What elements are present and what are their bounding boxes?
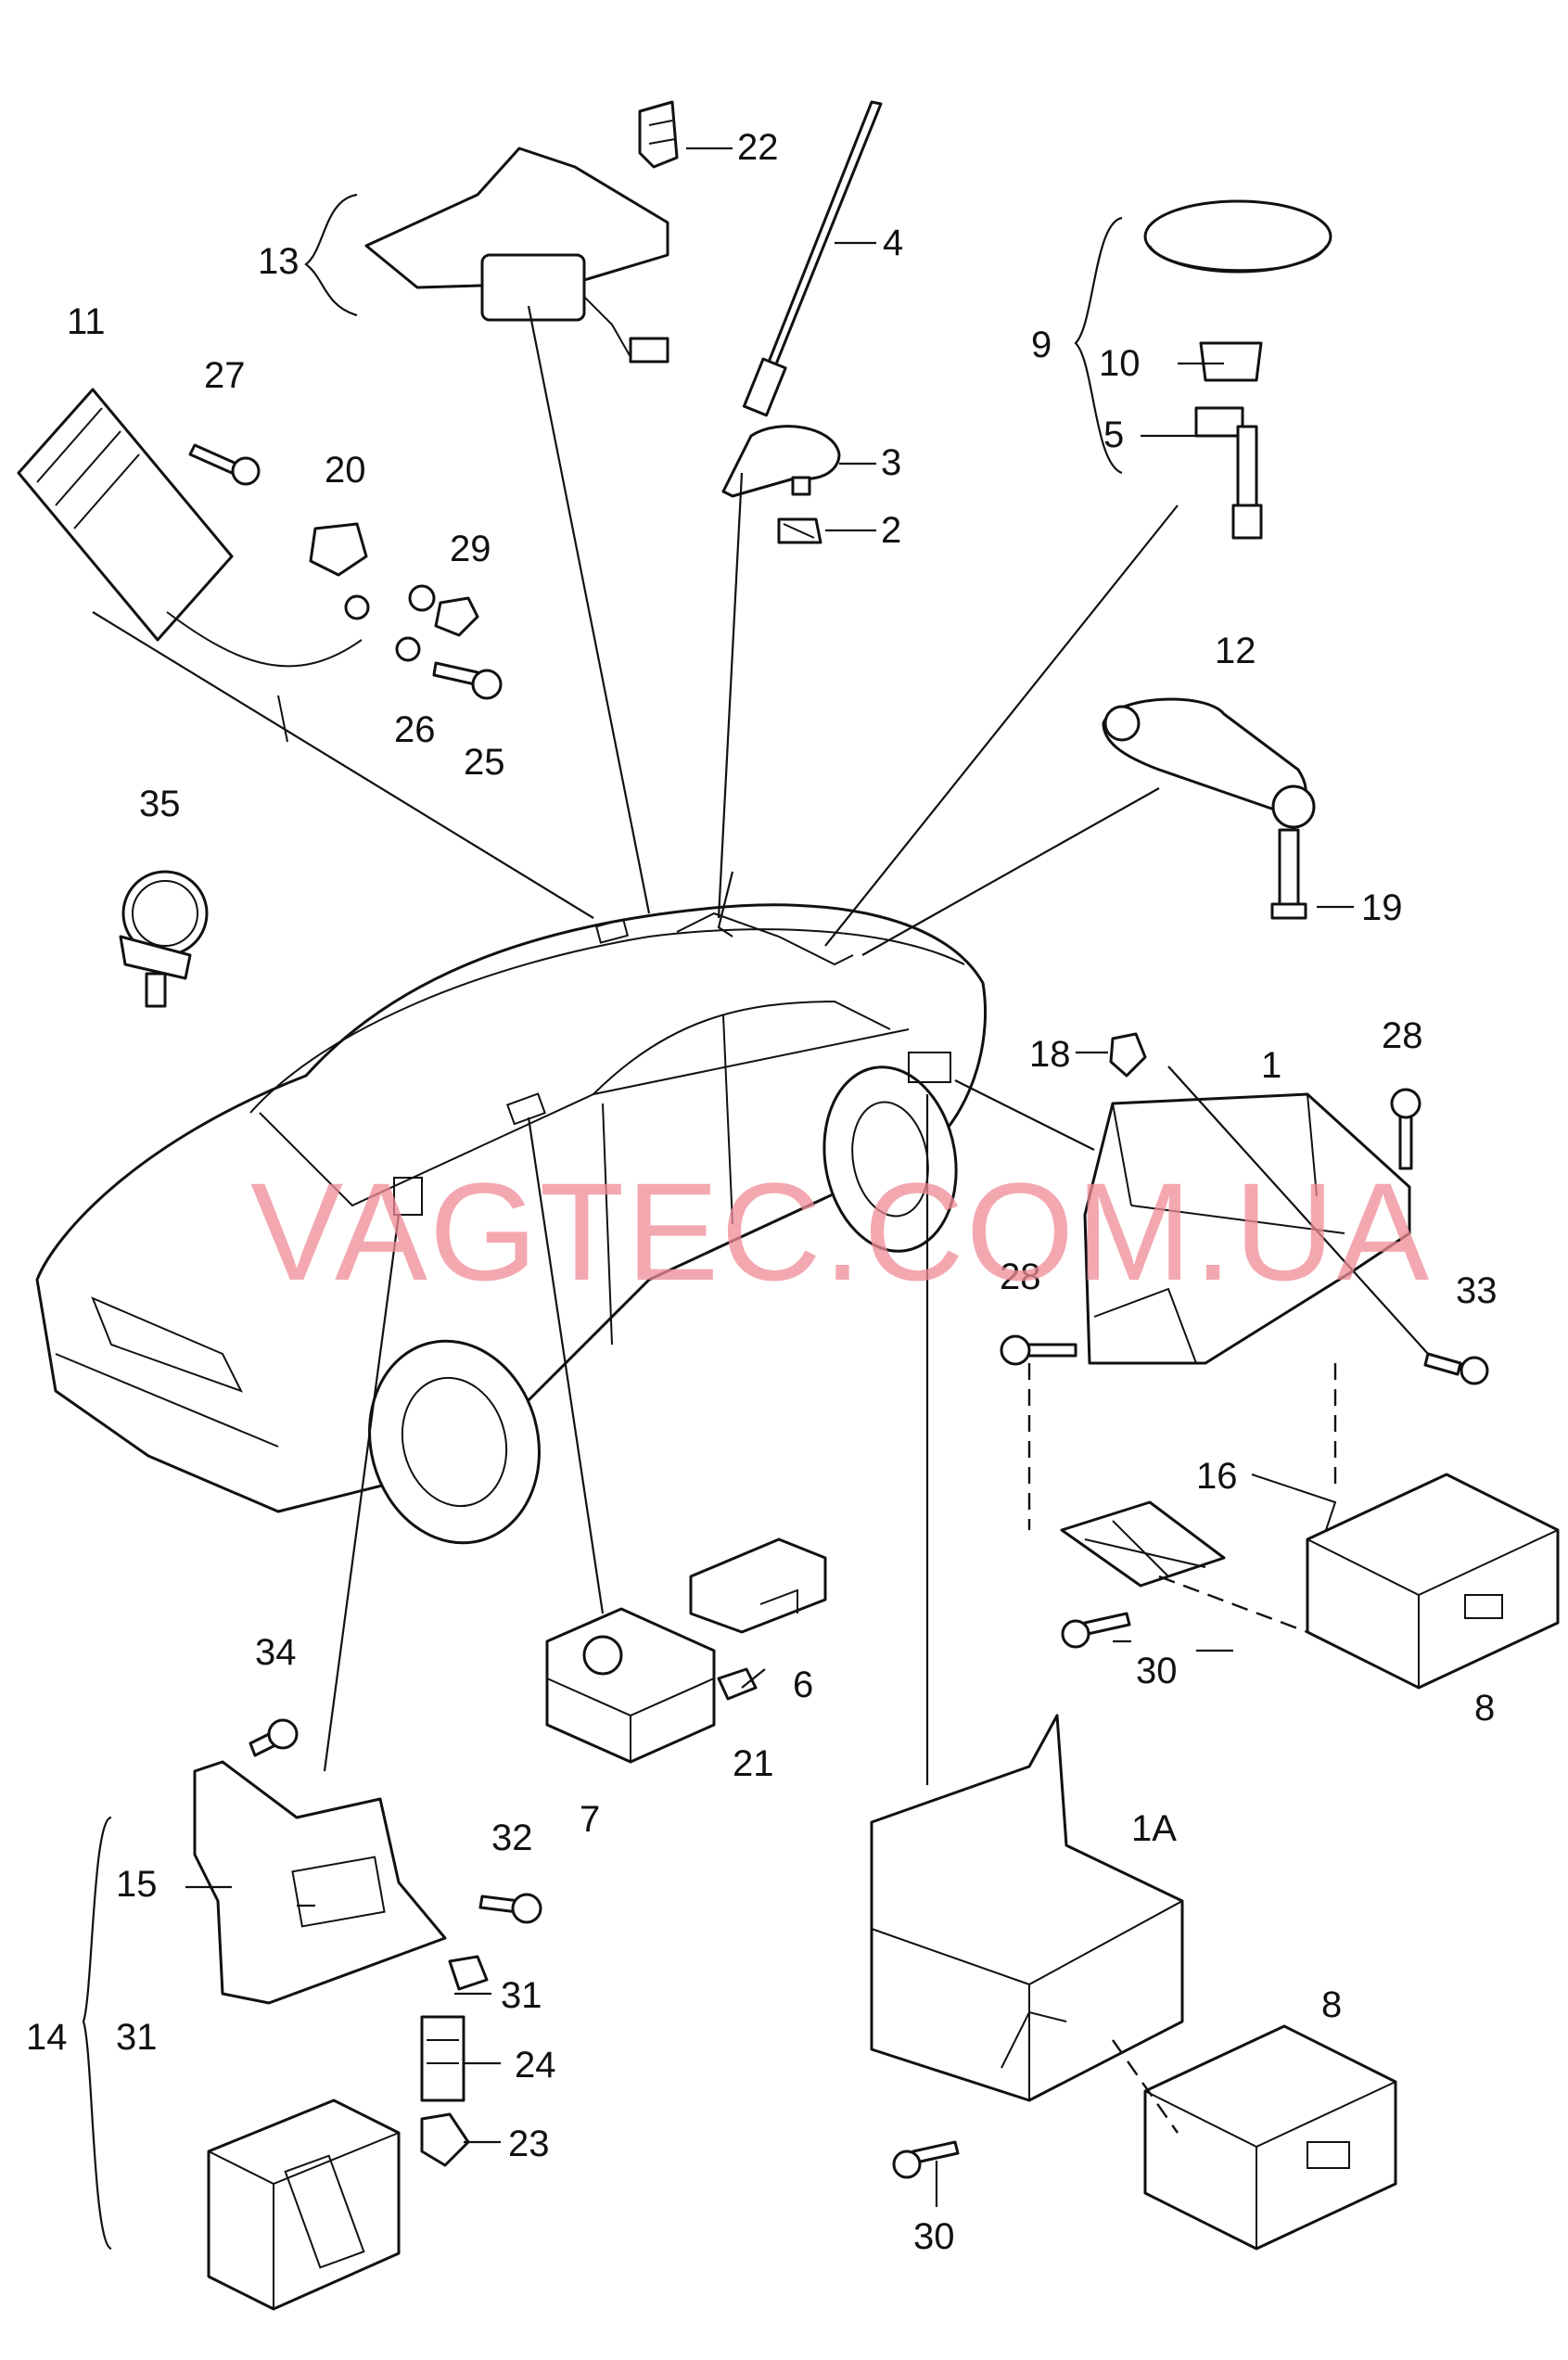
part-35-clip — [119, 870, 209, 1008]
callout-23: 23 — [508, 2124, 550, 2164]
callout-18: 18 — [1029, 1034, 1071, 1075]
callout-1a: 1A — [1131, 1808, 1177, 1849]
callout-15: 15 — [116, 1864, 158, 1905]
leader-lines — [82, 147, 1429, 2272]
callout-5: 5 — [1103, 415, 1124, 455]
callout-30-bottom: 30 — [913, 2216, 955, 2257]
callout-12: 12 — [1215, 631, 1256, 671]
callout-24: 24 — [515, 2045, 556, 2086]
part-8-unit-lower — [1143, 2024, 1397, 2251]
part-20-connector — [309, 522, 368, 577]
callout-29: 29 — [450, 529, 491, 569]
part-11-mount — [17, 388, 363, 743]
callout-1: 1 — [1261, 1045, 1281, 1086]
part-22-clip — [638, 100, 679, 169]
part-19-screw — [1270, 828, 1307, 920]
callout-2: 2 — [881, 510, 901, 551]
part-7-relay-block — [545, 1607, 716, 1764]
callout-4: 4 — [883, 223, 903, 263]
part-16-bracket — [1060, 1473, 1337, 1588]
callout-labels: 22 13 4 3 2 9 10 5 11 27 20 29 26 25 12 … — [26, 127, 1498, 2257]
car-illustration — [35, 871, 987, 1545]
callout-25: 25 — [464, 742, 505, 783]
callout-31-right: 31 — [501, 1975, 542, 2016]
part-31-clip — [448, 1955, 489, 1991]
part-2-nut — [777, 517, 822, 544]
callout-33: 33 — [1456, 1270, 1498, 1311]
callout-35: 35 — [139, 784, 181, 824]
part-33-screw — [1423, 1352, 1489, 1385]
callout-19: 19 — [1361, 887, 1403, 928]
callout-11: 11 — [67, 301, 106, 342]
part-23-holder — [420, 2112, 470, 2167]
part-32-bolt — [478, 1893, 542, 1924]
part-1a-bracket — [870, 1714, 1184, 2102]
callout-20: 20 — [325, 450, 366, 491]
callout-22: 22 — [737, 127, 779, 168]
part-15-bracket — [193, 1760, 447, 2005]
part-29-nut — [434, 596, 479, 637]
callout-31-left: 31 — [116, 2017, 158, 2058]
callout-28-top: 28 — [1382, 1015, 1423, 1056]
callout-27: 27 — [204, 355, 246, 396]
callout-30-top: 30 — [1136, 1651, 1178, 1691]
callout-10: 10 — [1099, 343, 1141, 384]
part-8-unit-upper — [1306, 1473, 1560, 1690]
callout-8-top: 8 — [1474, 1688, 1495, 1729]
part-12-module — [1102, 697, 1316, 829]
callout-14: 14 — [26, 2017, 68, 2058]
part-14-control-unit — [207, 2098, 401, 2311]
part-27-screw — [188, 443, 261, 486]
callout-13: 13 — [258, 241, 300, 282]
part-18-nut — [1109, 1032, 1147, 1078]
part-4-antenna-rod — [742, 100, 883, 417]
part-25-bolt — [432, 661, 503, 700]
part-13-bracket — [364, 147, 669, 364]
part-21-fuse — [717, 1667, 758, 1701]
callout-34: 34 — [255, 1632, 297, 1673]
callout-28-left: 28 — [1000, 1257, 1041, 1297]
callout-7: 7 — [580, 1799, 600, 1840]
callout-9: 9 — [1031, 325, 1052, 365]
part-34-screw — [249, 1718, 299, 1757]
callout-6: 6 — [793, 1665, 813, 1705]
callout-8-bottom: 8 — [1321, 1984, 1342, 2025]
part-26-washer — [344, 584, 436, 662]
callout-16: 16 — [1196, 1456, 1238, 1497]
part-30-screw — [892, 1612, 1131, 2179]
part-9-antenna-cap — [1143, 199, 1332, 540]
part-3-antenna-base — [721, 425, 841, 498]
watermark-text: VAGTEC.COM.UA — [250, 1154, 1431, 1309]
callout-21: 21 — [733, 1743, 774, 1784]
callout-26: 26 — [394, 709, 436, 750]
part-6-cover — [689, 1537, 827, 1634]
callout-32: 32 — [491, 1818, 533, 1858]
part-24-connector — [420, 2015, 465, 2102]
callout-3: 3 — [881, 442, 901, 483]
part-28-screw — [1000, 1088, 1421, 1366]
